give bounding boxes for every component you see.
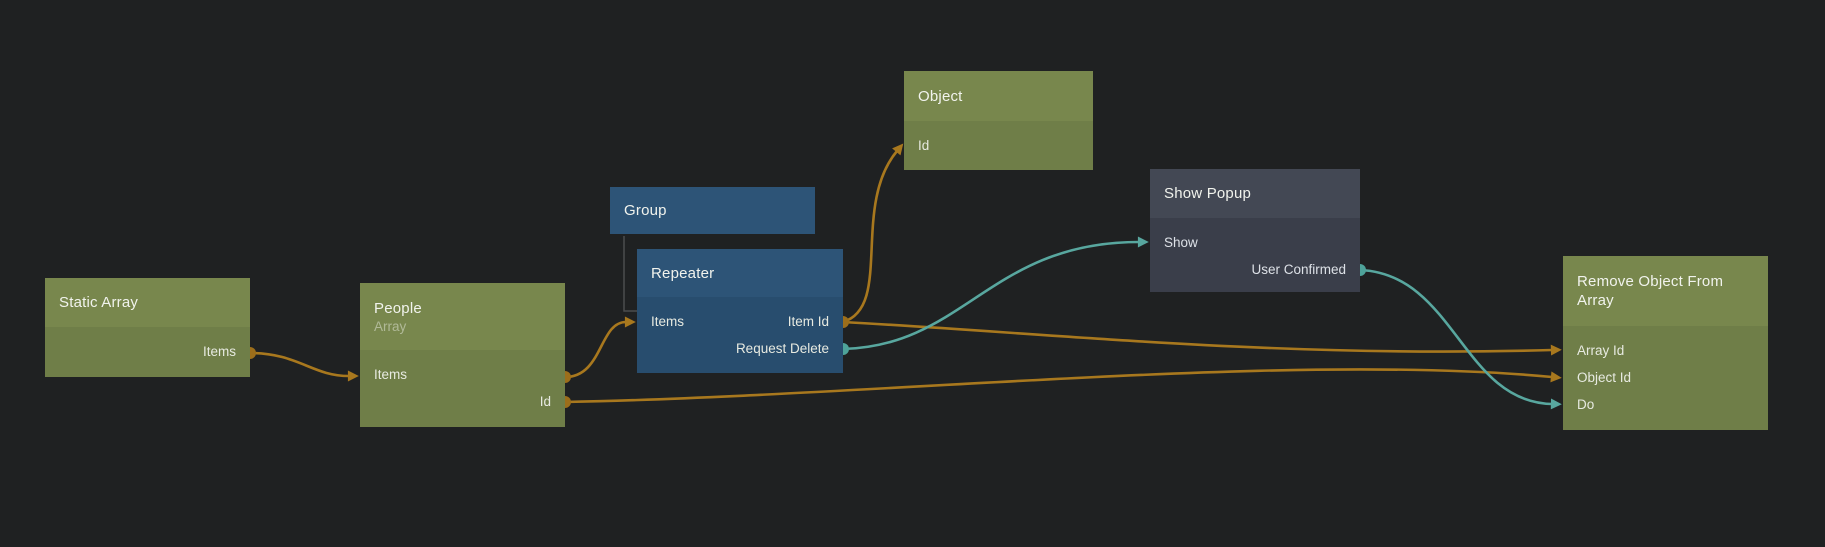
port-people-items[interactable]: Items — [374, 367, 408, 382]
port-row: Items Item Id — [637, 308, 843, 335]
node-header-object[interactable]: Object — [904, 71, 1093, 121]
port-object-id[interactable]: Id — [918, 138, 930, 153]
wire-people-items-to-repeater-items[interactable] — [564, 316, 636, 379]
port-repeater-item-id[interactable]: Item Id — [787, 314, 829, 329]
wire-show-popup-user-confirmed-to-remove-object-from-array-do[interactable] — [1359, 268, 1562, 410]
port-show-popup-user-confirmed[interactable]: User Confirmed — [1251, 262, 1346, 277]
port-row: Object Id — [1563, 364, 1768, 391]
node-header-remove-object-from-array[interactable]: Remove Object From Array — [1563, 256, 1768, 326]
node-header-show-popup[interactable]: Show Popup — [1150, 169, 1360, 218]
node-title: People — [374, 299, 422, 317]
node-body-object: Id — [904, 121, 1093, 170]
node-body-remove-object-from-array: Array Id Object Id Do — [1563, 326, 1768, 430]
port-row: Items — [45, 338, 250, 365]
port-row: Array Id — [1563, 337, 1768, 364]
port-row: Do — [1563, 391, 1768, 418]
hierarchy-line-group-repeater — [623, 236, 637, 312]
port-row: Id — [360, 388, 565, 415]
wire-people-id-to-remove-object-from-array-object-id[interactable] — [564, 368, 1562, 404]
port-remove-object-from-array-do[interactable]: Do — [1577, 397, 1595, 412]
node-group[interactable]: Group — [610, 187, 815, 234]
port-row: Request Delete — [637, 335, 843, 362]
port-row: User Confirmed — [1150, 256, 1360, 283]
node-title: Remove Object From Array — [1577, 273, 1724, 309]
node-subtitle: Array — [374, 318, 407, 334]
port-remove-object-from-array-object-id[interactable]: Object Id — [1577, 370, 1632, 385]
node-header-group[interactable]: Group — [610, 187, 815, 234]
port-static-array-items[interactable]: Items — [202, 344, 236, 359]
node-header-repeater[interactable]: Repeater — [637, 249, 843, 297]
port-repeater-request-delete[interactable]: Request Delete — [735, 341, 829, 356]
port-row: Items — [360, 361, 565, 388]
wire-repeater-request-delete-to-show-popup-show[interactable] — [842, 236, 1149, 351]
node-title: Repeater — [651, 264, 715, 282]
port-repeater-items[interactable]: Items — [651, 314, 685, 329]
port-people-id[interactable]: Id — [539, 394, 551, 409]
wire-repeater-item-id-to-object-id[interactable] — [842, 143, 904, 324]
wire-repeater-item-id-to-remove-object-from-array-array-id[interactable] — [842, 320, 1562, 356]
node-header-static-array[interactable]: Static Array — [45, 278, 250, 327]
node-title: Group — [624, 202, 667, 219]
port-show-popup-show[interactable]: Show — [1164, 235, 1198, 250]
node-title: Static Array — [59, 294, 139, 311]
port-remove-object-from-array-array-id[interactable]: Array Id — [1577, 343, 1625, 358]
node-title: Object — [918, 87, 963, 105]
port-row: Show — [1150, 229, 1360, 256]
wire-static-array-items-to-people-items[interactable] — [249, 351, 359, 382]
node-body-repeater: Items Item Id Request Delete — [637, 297, 843, 373]
port-row: Id — [904, 132, 1093, 159]
node-body-static-array: Items — [45, 327, 250, 377]
node-title: Show Popup — [1164, 185, 1252, 202]
